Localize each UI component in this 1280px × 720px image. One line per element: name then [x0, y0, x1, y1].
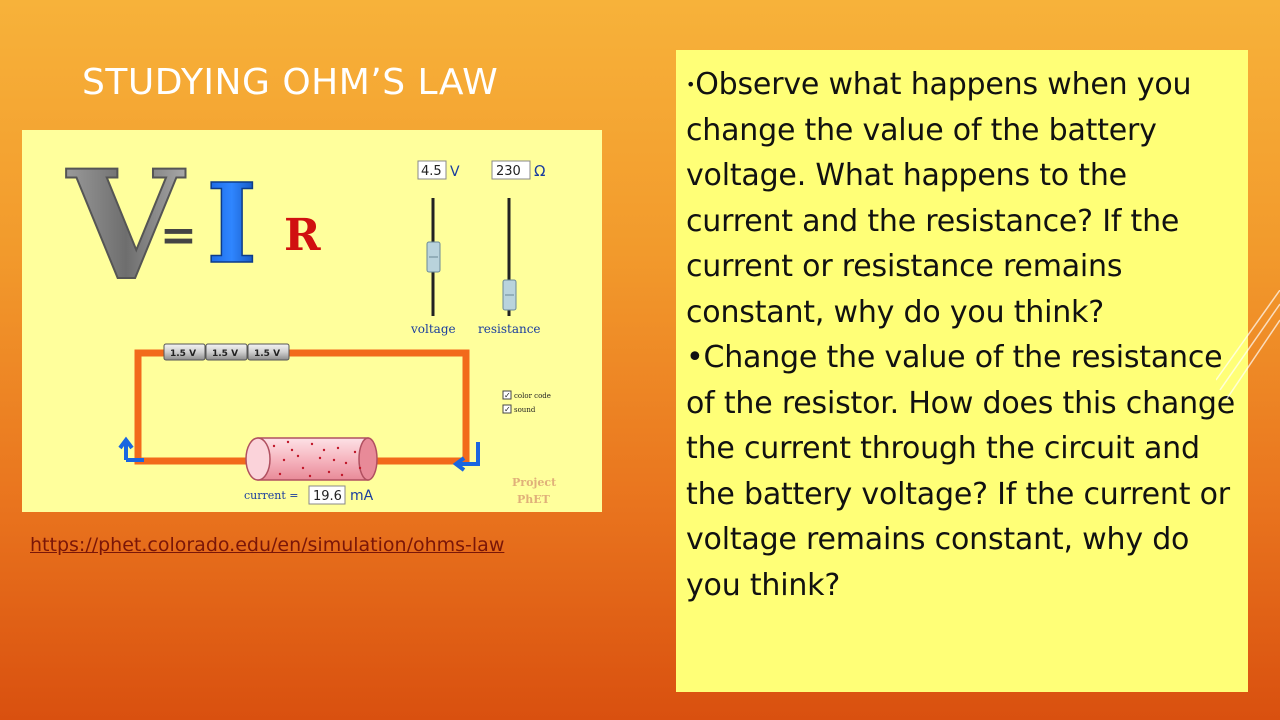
resistance-unit: Ω: [534, 162, 545, 180]
bullet-text: Observe what happens when you change the…: [686, 67, 1192, 330]
battery-label: 1.5 V: [170, 349, 196, 359]
simulation-canvas: V = I R 4.5 V voltage 230 Ω resistance 1…: [65, 137, 557, 506]
bullet-item: •Observe what happens when you change th…: [686, 62, 1240, 335]
decorative-lines: [1216, 290, 1280, 401]
current-unit: mA: [350, 488, 374, 504]
equation-v: V: [66, 138, 186, 314]
battery-label: 1.5 V: [212, 349, 238, 359]
resistance-slider-label: resistance: [478, 322, 541, 336]
battery-cell: [205, 343, 248, 361]
current-arrow-icon: [452, 442, 480, 472]
resistance-value: 230: [496, 164, 521, 179]
svg-text:✓: ✓: [504, 405, 511, 414]
battery-cell: [163, 343, 206, 361]
phet-simulation-link[interactable]: https://phet.colorado.edu/en/simulation/…: [30, 534, 505, 556]
equation-i: I: [206, 159, 257, 288]
resistance-value-box[interactable]: [491, 160, 531, 180]
sound-checkbox[interactable]: [502, 404, 512, 414]
color-code-checkbox[interactable]: [502, 390, 512, 400]
bullet-text: Change the value of the resistance of th…: [686, 340, 1236, 603]
current-label: current =: [244, 489, 299, 502]
voltage-unit: V: [450, 164, 460, 180]
battery-cell: [247, 343, 290, 361]
voltage-value: 4.5: [421, 164, 442, 179]
color-code-label: color code: [514, 392, 551, 400]
voltage-slider-label: voltage: [410, 322, 456, 336]
bullet-item: •Change the value of the resistance of t…: [686, 335, 1240, 608]
slide-title: STUDYING OHM’S LAW: [82, 62, 499, 103]
ohms-law-simulation[interactable]: V = I R 4.5 V voltage 230 Ω resistance 1…: [22, 130, 602, 512]
voltage-value-box[interactable]: [417, 160, 447, 180]
instructions-panel: •Observe what happens when you change th…: [676, 50, 1248, 692]
svg-text:✓: ✓: [504, 391, 511, 400]
bullet-marker: •: [686, 75, 696, 94]
phet-logo-line1: Project: [512, 476, 557, 489]
current-arrow-icon: [118, 436, 144, 462]
battery-label: 1.5 V: [254, 349, 280, 359]
equation-equals: =: [160, 210, 197, 261]
current-value-box: [308, 485, 346, 505]
resistor: [245, 437, 378, 481]
current-value: 19.6: [313, 489, 342, 504]
bullet-marker: •: [686, 340, 704, 375]
sound-label: sound: [514, 406, 536, 414]
equation-r: R: [284, 210, 321, 261]
battery-pack: 1.5 V 1.5 V 1.5 V: [163, 343, 290, 361]
phet-logo-line2: PhET: [517, 493, 551, 506]
